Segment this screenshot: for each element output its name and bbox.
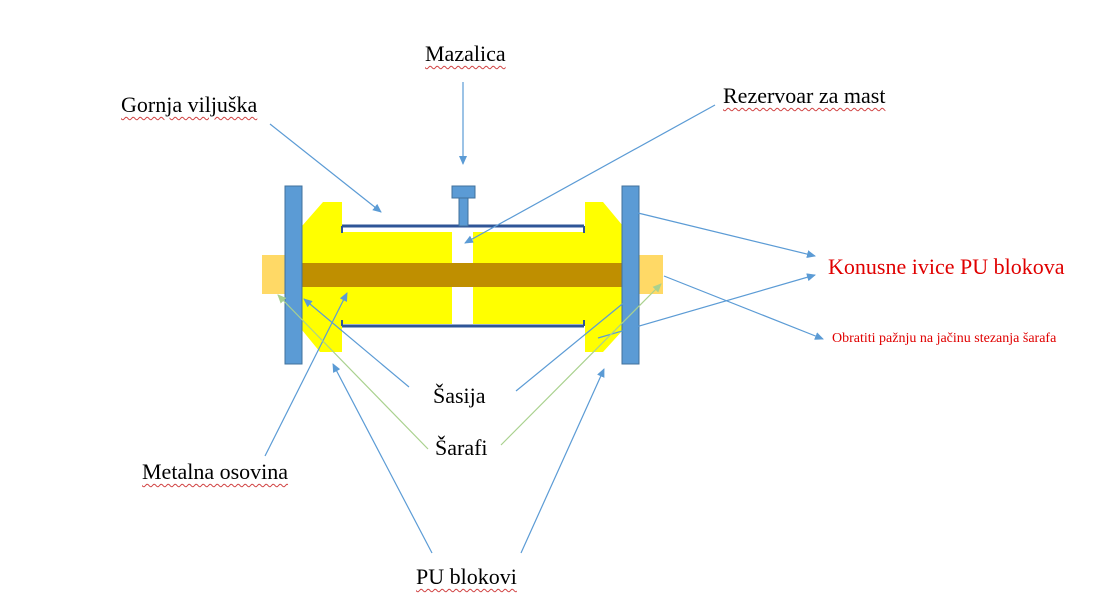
- label-sasija: Šasija: [433, 383, 486, 408]
- arrow-sarafi-left: [277, 294, 429, 450]
- arrow-gornja-viljuska: [269, 123, 382, 213]
- arrow-sarafi-right: [500, 283, 662, 446]
- chassis-plate-left: [284, 185, 303, 365]
- label-obratiti-paznju: Obratiti pažnju na jačinu stezanja šaraf…: [832, 331, 1057, 346]
- label-mazalica: Mazalica: [425, 41, 506, 66]
- bolt-end-left: [262, 255, 286, 294]
- arrow-sasija-left: [303, 298, 410, 388]
- arrow-pu-blokovi-left: [332, 363, 433, 554]
- arrow-obratiti: [663, 275, 824, 340]
- chassis-plate-right: [621, 185, 640, 365]
- arrow-pu-blokovi-right: [520, 368, 605, 554]
- label-pu-blokovi: PU blokovi: [416, 564, 517, 589]
- grease-nipple-cap: [451, 185, 476, 199]
- arrow-metalna-osovina: [264, 292, 348, 457]
- label-rezervoar: Rezervoar za mast: [723, 83, 886, 108]
- arrow-konusne-ivice-2: [597, 273, 816, 339]
- label-gornja-viljuska: Gornja viljuška: [121, 92, 258, 117]
- arrow-rezervoar: [464, 104, 716, 244]
- bolt-end-right: [639, 255, 663, 294]
- metal-shaft: [302, 263, 624, 287]
- arrow-sasija-right: [515, 295, 633, 392]
- label-metalna-osovina: Metalna osovina: [142, 459, 289, 484]
- grease-nipple-stem: [458, 197, 469, 227]
- label-konusne-ivice: Konusne ivice PU blokova: [828, 254, 1065, 279]
- label-sarafi: Šarafi: [435, 435, 488, 460]
- arrow-konusne-ivice-1: [637, 212, 816, 258]
